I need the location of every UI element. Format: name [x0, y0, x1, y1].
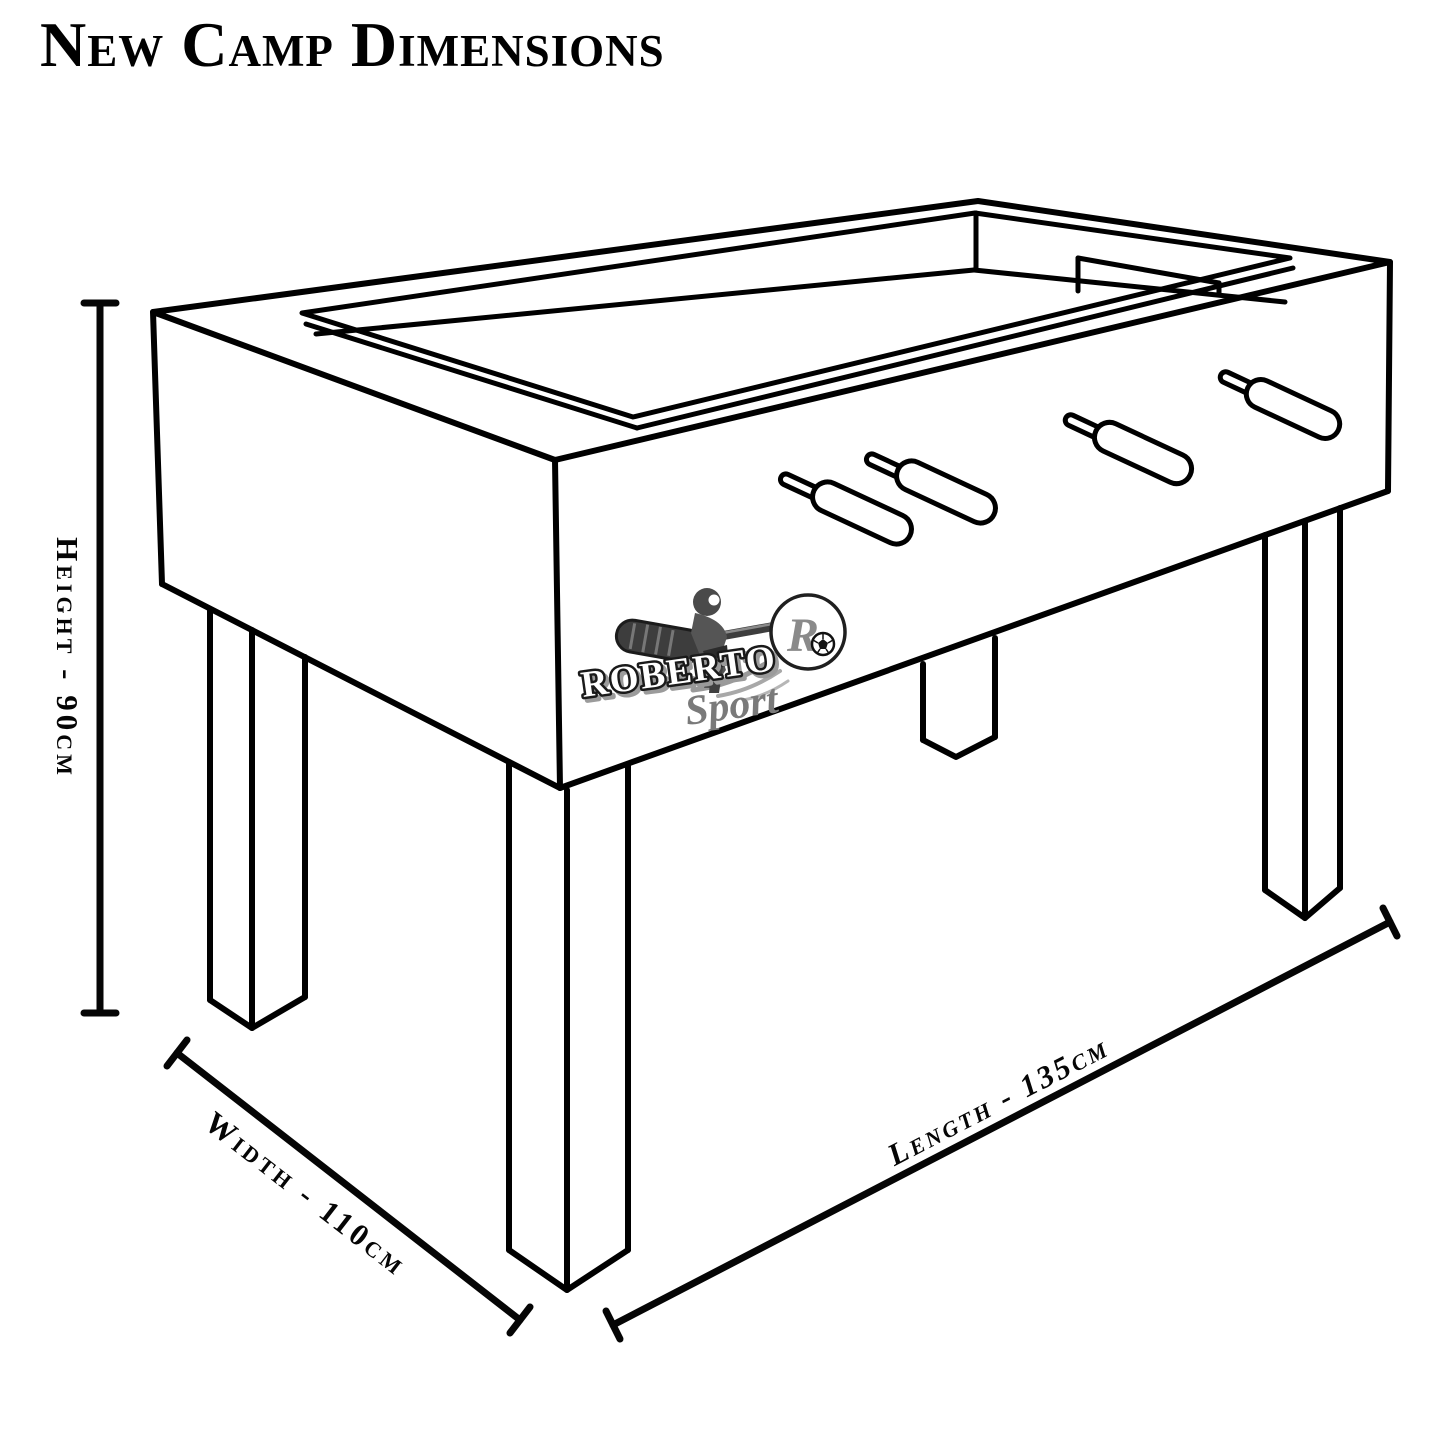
page-title: New Camp Dimensions	[40, 9, 665, 80]
goal-opening	[1075, 255, 1222, 296]
swoosh-line	[716, 669, 782, 698]
player-shorts	[703, 645, 729, 671]
cabinet-right-edge	[1385, 259, 1393, 494]
rod-handle-3	[1062, 412, 1195, 487]
width-dimension-label: Width - 110cm	[198, 1104, 414, 1283]
leg-front-center	[506, 759, 631, 1293]
cabinet-left-edge	[150, 309, 165, 587]
roberto-sport-logo: R ROBERTO ROBERTO Sport	[576, 588, 847, 735]
leg-front-right	[1262, 505, 1343, 921]
logo-rod-handle	[614, 618, 706, 664]
inner-rim-offset-right	[634, 265, 1296, 431]
table-top-inner-rim	[299, 210, 1293, 420]
cabinet-bottom-left-edge	[159, 581, 563, 791]
height-dimension: Height - 90cm	[50, 299, 120, 1017]
rod-handle-4	[1217, 369, 1343, 442]
foosball-player-figure	[691, 588, 729, 693]
player-leg	[709, 667, 723, 693]
length-dimension: Length - 135cm	[602, 904, 1401, 1343]
inner-rim-offset-left	[303, 321, 640, 431]
swoosh-line	[741, 679, 790, 702]
soccer-ball-icon	[810, 631, 836, 657]
length-dimension-label: Length - 135cm	[881, 1029, 1115, 1173]
table-drawing	[150, 198, 1393, 1293]
cabinet-front-edge	[552, 457, 563, 791]
leg-back-right	[920, 635, 998, 760]
player-face	[708, 594, 720, 606]
rod-handle-2	[863, 451, 998, 526]
playfield-back-left-edge	[313, 267, 977, 337]
logo-monogram: R	[786, 609, 819, 662]
rod-handle-1	[777, 471, 914, 547]
swoosh-line	[690, 657, 774, 693]
playfield-back-right-edge	[971, 267, 1288, 305]
cabinet-bottom-right-edge	[557, 488, 1391, 791]
leg-back-left	[207, 606, 308, 1031]
height-dimension-label: Height - 90cm	[50, 537, 85, 779]
width-dimension: Width - 110cm	[163, 1036, 534, 1337]
